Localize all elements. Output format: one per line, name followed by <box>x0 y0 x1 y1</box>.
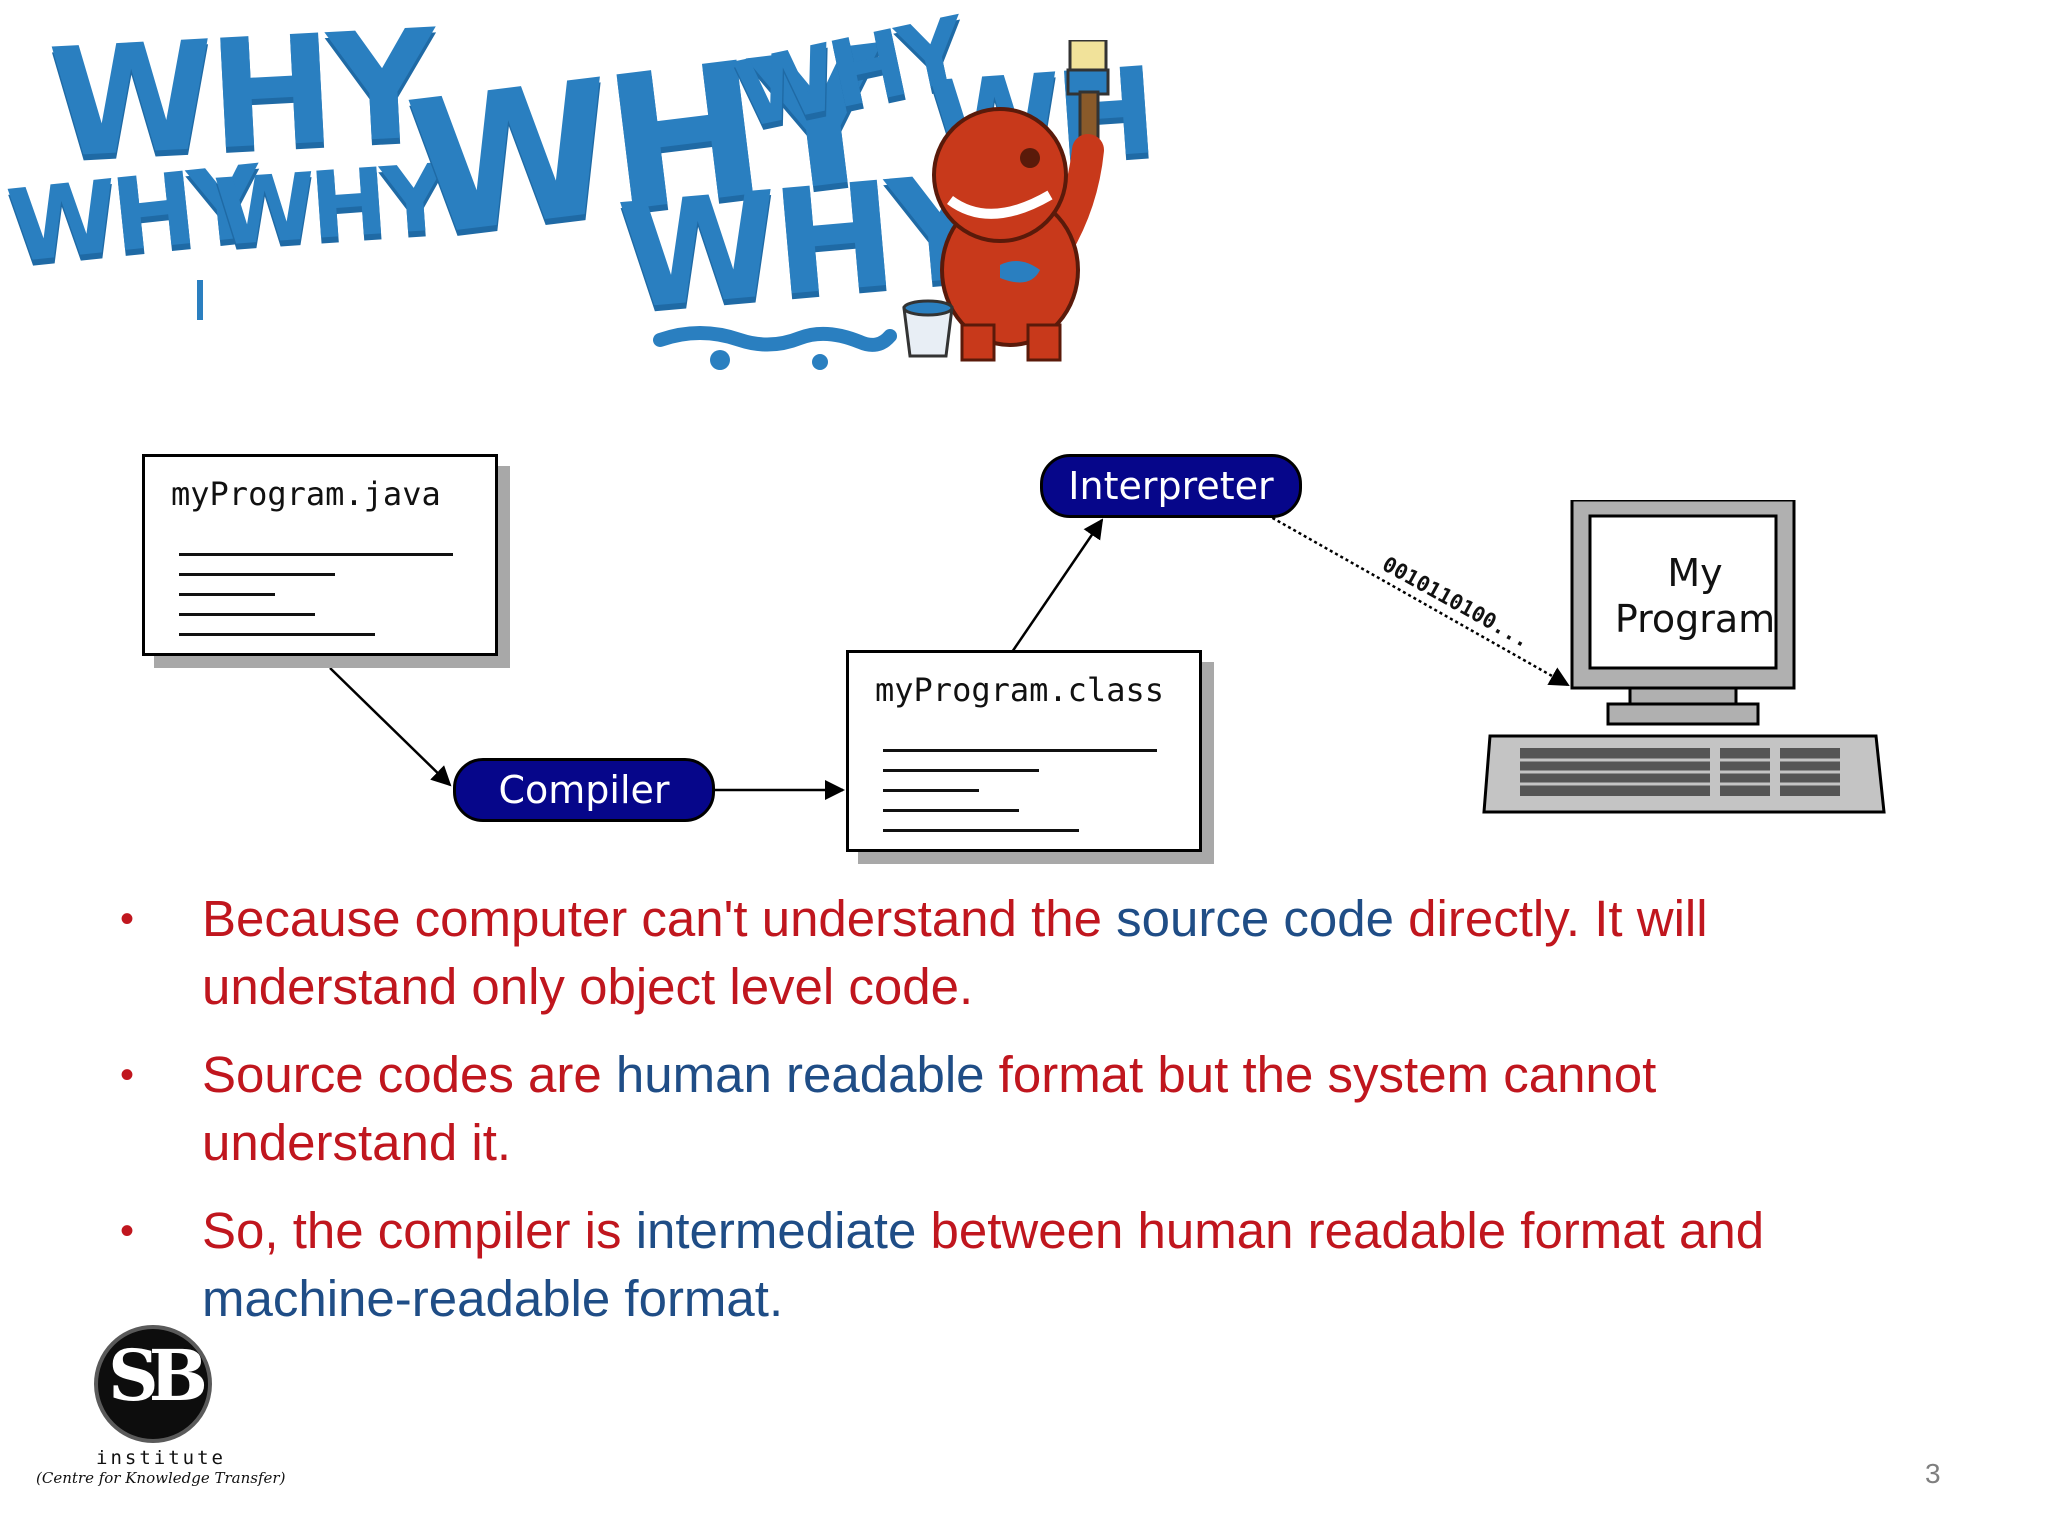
computer-icon: My Program <box>1480 500 1890 820</box>
doc-line <box>179 593 275 596</box>
paint-drips <box>197 280 897 370</box>
bullet-text: So, the compiler is intermediate between… <box>202 1202 1765 1327</box>
logo-name: institute <box>96 1447 226 1469</box>
logo-mark: SB <box>108 1334 208 1417</box>
bullet-marker: • <box>120 1053 135 1097</box>
institute-logo: SB institute (Centre for Knowledge Trans… <box>36 1325 286 1487</box>
bullet-item: • Source codes are human readable format… <box>120 1041 1920 1177</box>
bullet-text: Source codes are human readable format b… <box>202 1046 1657 1171</box>
screen-line-1: My <box>1667 551 1723 595</box>
interpreter-node: Interpreter <box>1040 454 1302 518</box>
bullet-item: • So, the compiler is intermediate betwe… <box>120 1197 1920 1333</box>
compiler-node: Compiler <box>453 758 715 822</box>
logo-mark-circle: SB <box>94 1325 212 1443</box>
painter-mascot-icon <box>902 40 1110 362</box>
doc-line <box>883 749 1157 752</box>
screen-line-2: Program <box>1614 597 1776 641</box>
doc-line <box>883 789 979 792</box>
bullet-marker: • <box>120 897 135 941</box>
doc-line <box>179 573 335 576</box>
source-file-name: myProgram.java <box>171 475 441 513</box>
doc-line <box>179 613 315 616</box>
why-banner: WHY WHY WHY WHY WHY WHY WH <box>0 0 1155 390</box>
screen-text: My Program <box>1610 550 1780 642</box>
keyboard-icon <box>1482 734 1886 814</box>
bullet-marker: • <box>120 1209 135 1253</box>
bullet-list: • Because computer can't understand the … <box>120 885 1920 1353</box>
arrow-interpreter-to-computer <box>1261 510 1570 687</box>
logo-tagline: (Centre for Knowledge Transfer) <box>36 1469 286 1487</box>
doc-line <box>179 553 453 556</box>
source-file-doc: myProgram.java <box>142 454 498 656</box>
compiler-label: Compiler <box>498 768 670 812</box>
interpreter-label: Interpreter <box>1068 464 1274 508</box>
bullet-text: Because computer can't understand the so… <box>202 890 1708 1015</box>
doc-line <box>179 633 375 636</box>
paint-bucket-icon <box>902 299 954 358</box>
doc-line <box>883 809 1019 812</box>
doc-line <box>883 829 1079 832</box>
diagram-arrows <box>329 510 1570 800</box>
page-number: 3 <box>1925 1458 1941 1489</box>
compile-diagram: myProgram.java Compiler myProgram.class … <box>0 430 2048 870</box>
class-file-doc: myProgram.class <box>846 650 1202 852</box>
doc-line <box>883 769 1039 772</box>
arrow-class-to-interpreter <box>1008 518 1104 656</box>
bullet-item: • Because computer can't understand the … <box>120 885 1920 1021</box>
arrow-java-to-compiler <box>329 667 452 787</box>
class-file-name: myProgram.class <box>875 671 1164 709</box>
